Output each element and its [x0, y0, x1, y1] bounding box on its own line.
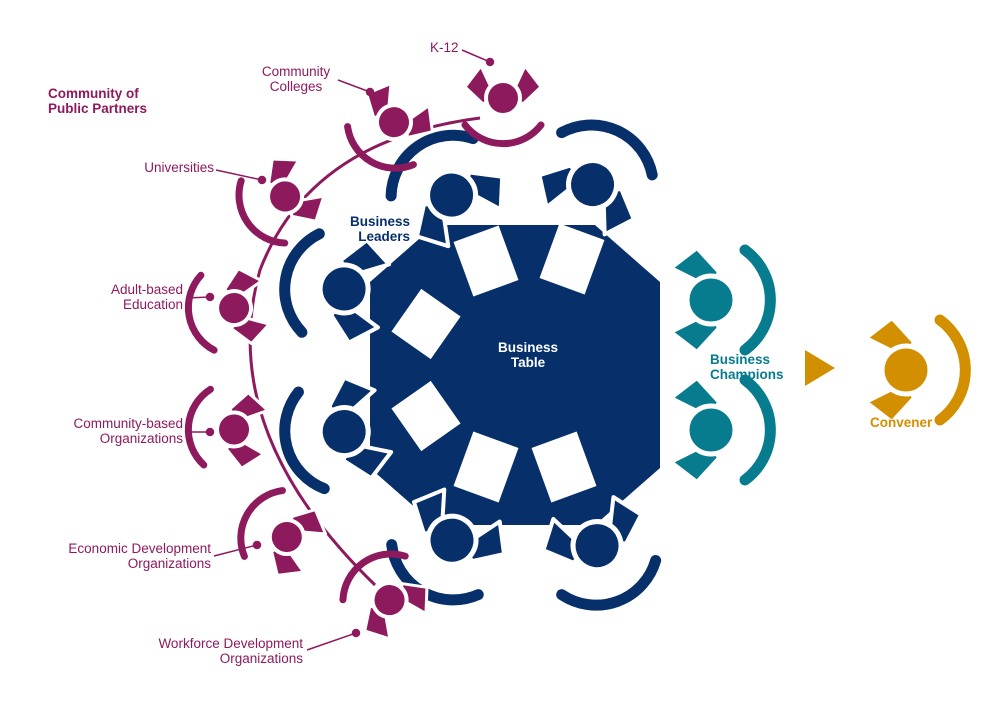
leader-line: [461, 49, 491, 63]
leader-line: [215, 169, 263, 181]
partner-label-line2: Education: [122, 297, 183, 312]
partner-label-universities: Universities: [100, 160, 214, 175]
business-leaders-label: Business Leaders: [330, 214, 410, 244]
leader-line: [306, 632, 357, 651]
person-top-view-icon: [529, 109, 665, 243]
group-title: Community of Public Partners: [48, 86, 147, 116]
business-table-label: Business Table: [480, 340, 576, 370]
leader-line: [213, 544, 258, 557]
person-top-view-icon: [338, 75, 443, 180]
partner-label-adult-based-education: Adult-based Education: [70, 282, 183, 312]
person-top-view-icon: [465, 66, 541, 144]
person-top-view-icon: [183, 265, 273, 353]
group-title-line2: Public Partners: [48, 101, 148, 116]
partner-label-line2: Organizations: [99, 431, 183, 446]
business-champions-label: Business Champions: [710, 352, 784, 382]
table-papers: [391, 223, 605, 503]
partner-label-economic-development-organizations: Economic Development Organizations: [30, 541, 211, 571]
partner-label-line1: Community: [261, 64, 331, 79]
paper-sheet: [539, 223, 605, 295]
partner-arc: [248, 116, 481, 587]
partner-label-k12: K-12: [430, 40, 459, 55]
person-top-view-icon: [671, 378, 770, 482]
business-table: [370, 225, 660, 525]
business-champions-label-line1: Business: [710, 352, 771, 367]
arrow-right-icon: [805, 350, 835, 386]
leader-line: [337, 79, 371, 93]
leader-dot: [485, 57, 495, 67]
leader-dot: [351, 628, 361, 638]
partner-label-workforce-development-organizations: Workforce Development Organizations: [120, 636, 303, 666]
business-table-label-line1: Business: [497, 340, 559, 355]
leader-dot: [257, 175, 267, 185]
partner-label-line1: Adult-based: [110, 282, 183, 297]
partner-label-line2: Colleges: [269, 79, 323, 94]
leader-dot: [252, 540, 262, 550]
partner-leader-lines: [185, 49, 495, 651]
paper-sheet: [453, 225, 519, 297]
convener-seat: [866, 318, 965, 422]
business-leaders-label-line1: Business: [349, 214, 410, 229]
partner-label-line1: Universities: [144, 160, 214, 175]
partner-label-community-based-organizations: Community-based Organizations: [30, 416, 183, 446]
partner-label-line1: Workforce Development: [158, 636, 303, 651]
business-leaders-label-line2: Leaders: [358, 229, 410, 244]
partner-label-community-colleges: Community Colleges: [250, 64, 342, 94]
person-top-view-icon: [866, 318, 965, 422]
paper-sheet: [453, 431, 519, 503]
person-top-view-icon: [185, 388, 269, 470]
business-champions-label-line2: Champions: [710, 367, 784, 382]
person-top-view-icon: [228, 481, 333, 586]
convener-label: Convener: [870, 415, 932, 430]
paper-sheet: [391, 288, 461, 360]
business-table-label-line2: Table: [510, 355, 546, 370]
partner-label-line2: Organizations: [219, 651, 303, 666]
leader-dot: [205, 292, 215, 302]
person-top-view-icon: [671, 248, 770, 352]
partner-label-line1: Economic Development: [68, 541, 211, 556]
paper-sheet: [391, 380, 461, 452]
group-title-line1: Community of: [48, 86, 139, 101]
partner-label-line2: Organizations: [127, 556, 211, 571]
paper-sheet: [531, 431, 597, 503]
partner-label-line1: K-12: [430, 40, 459, 55]
convener-label-text: Convener: [870, 415, 933, 430]
leader-dot: [365, 87, 375, 97]
partner-label-line1: Community-based: [73, 416, 183, 431]
leader-dot: [205, 427, 215, 437]
